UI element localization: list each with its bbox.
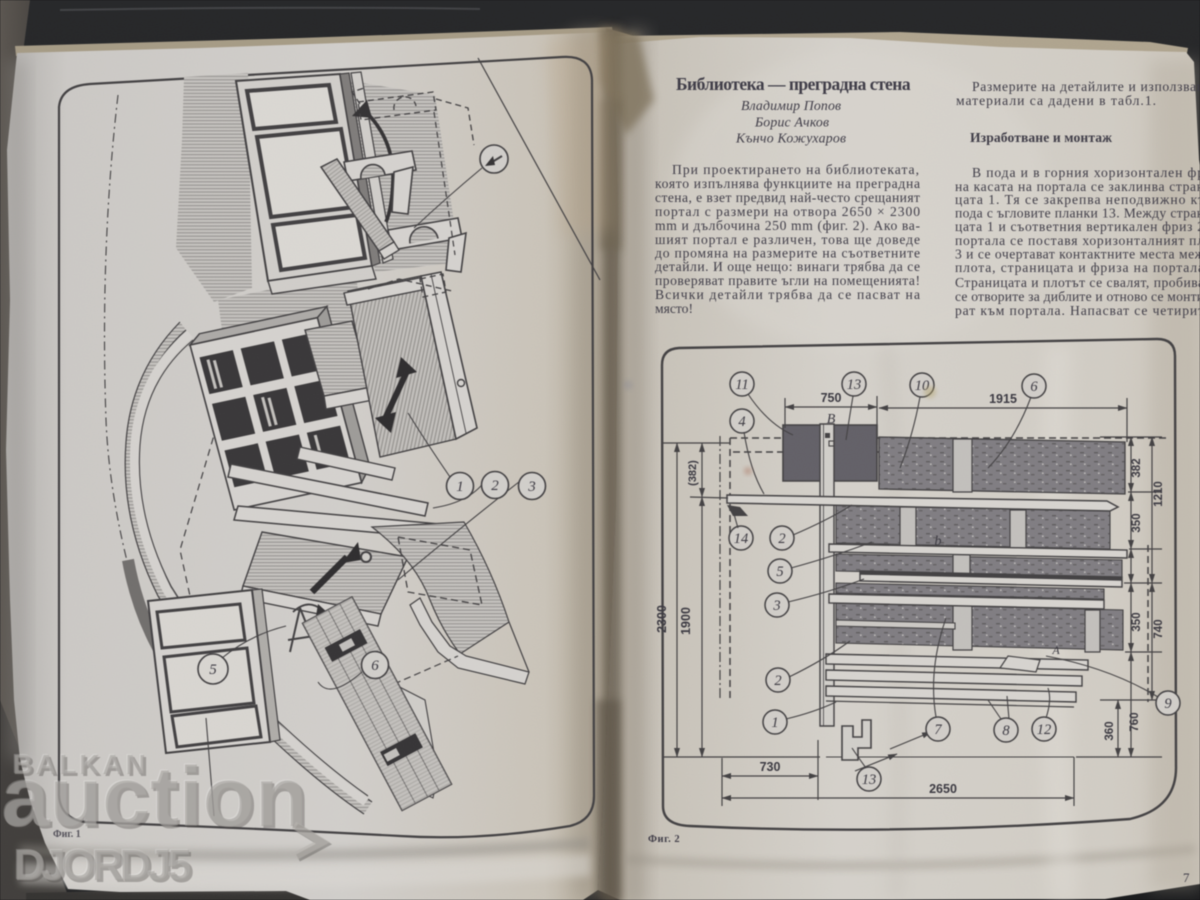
svg-text:auction: auction [2,750,308,844]
svg-text:DJORDJ5: DJORDJ5 [14,841,192,890]
svg-text:DJORDJ5: DJORDJ5 [13,840,191,889]
svg-text:BALKAN: BALKAN [15,751,151,782]
svg-text:BALKAN: BALKAN [12,748,148,779]
svg-text:DJORDJ5: DJORDJ5 [16,843,194,892]
svg-text:auction: auction [1,749,307,843]
svg-text:BALKAN: BALKAN [13,749,149,780]
svg-text:auction: auction [4,752,310,846]
